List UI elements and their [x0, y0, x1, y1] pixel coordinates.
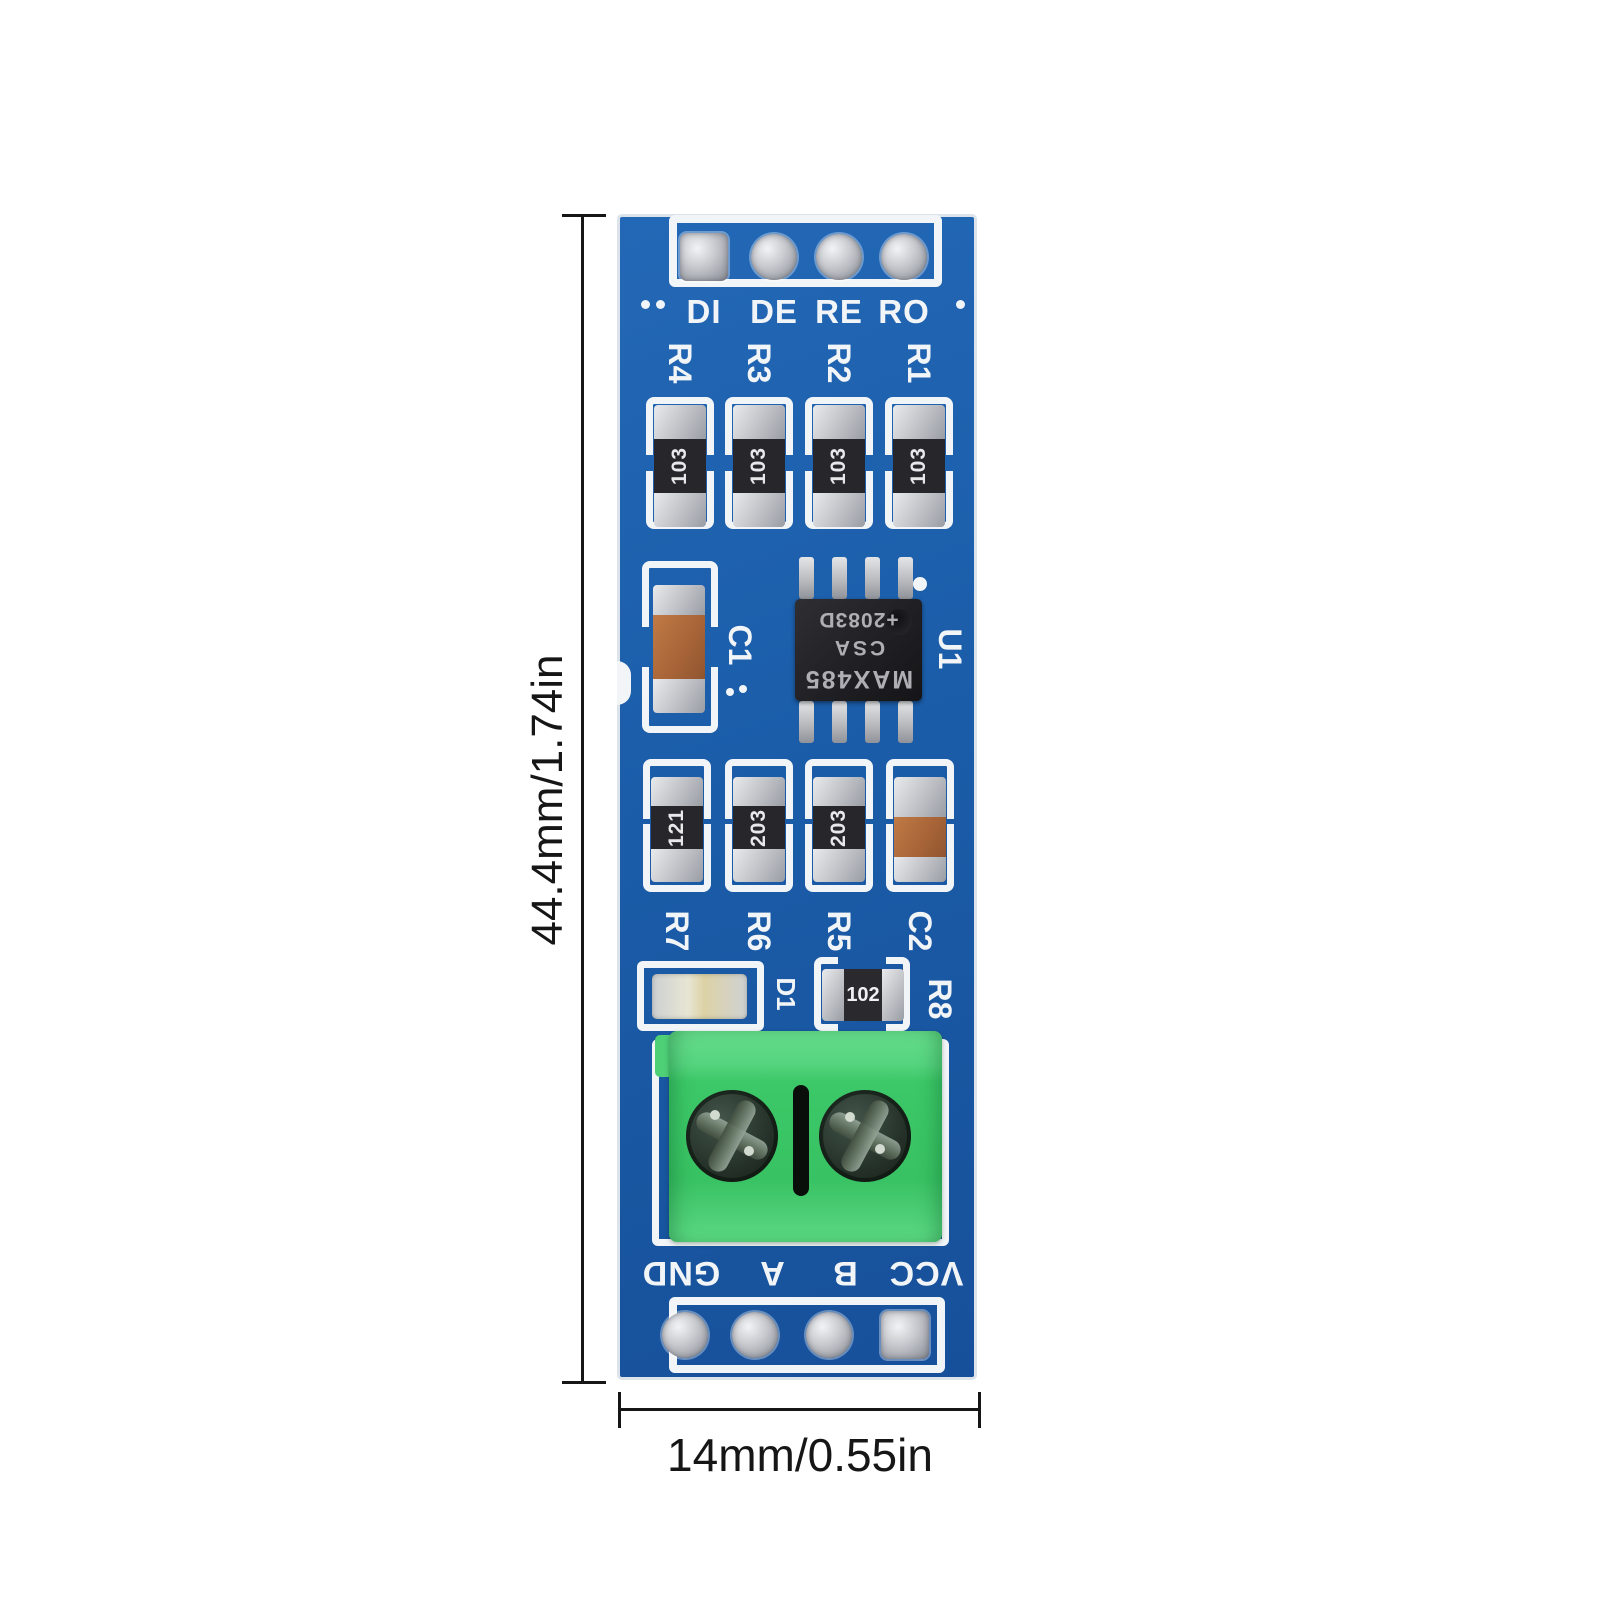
- resistor-silk-bracket: [725, 824, 793, 892]
- ref-c2: C2: [902, 910, 939, 952]
- silk-dot: [656, 300, 665, 309]
- led-silkscreen: [637, 961, 764, 1031]
- resistor-marking: 103: [746, 446, 770, 486]
- bottom-pad-vcc: [881, 1311, 929, 1359]
- ref-d1: D1: [771, 977, 802, 1011]
- silk-dot: [641, 300, 650, 309]
- top-pad-di: [680, 233, 728, 281]
- r8-silk-bracket: [814, 957, 838, 1031]
- top-pad-re: [816, 234, 862, 280]
- ref-r5: R5: [821, 910, 858, 952]
- capacitor-c2: [894, 777, 946, 882]
- resistor-r1: 103: [893, 405, 945, 527]
- ref-u1: U1: [932, 628, 969, 670]
- pin-label-de: DE: [750, 293, 798, 330]
- pin-label-a: A: [759, 1254, 785, 1292]
- top-header-silkscreen: [669, 215, 942, 287]
- pin-label-gnd: GND: [641, 1254, 721, 1292]
- silk-dot: [726, 688, 734, 696]
- capacitor-silk-bracket: [886, 824, 954, 892]
- chip-pin: [898, 701, 913, 743]
- resistor-marking: 102: [844, 969, 882, 1021]
- silk-dot: [913, 577, 927, 591]
- height-dimension-tick-top: [562, 214, 606, 217]
- height-dimension-label: 44.4mm/1.74in: [523, 654, 572, 946]
- led-d1: [652, 974, 747, 1019]
- bottom-pad-a: [732, 1312, 778, 1358]
- top-pad-ro: [881, 234, 927, 280]
- terminal-side-tab: [655, 1035, 673, 1077]
- chip-pin: [898, 557, 913, 599]
- screw-terminal-block: [669, 1031, 942, 1242]
- silk-edge-mark: [617, 661, 631, 705]
- chip-pin: [799, 557, 814, 599]
- resistor-silk-bracket: [643, 759, 711, 819]
- resistor-r8: 102: [822, 969, 904, 1021]
- ref-r4: R4: [662, 342, 699, 384]
- ref-r8: R8: [922, 978, 959, 1020]
- width-dimension-line: [618, 1408, 981, 1411]
- chip-pin1-dimple: [886, 609, 912, 635]
- resistor-r3: 103: [733, 405, 785, 527]
- resistor-marking: 103: [826, 446, 850, 486]
- chip-pin: [799, 701, 814, 743]
- resistor-silk-bracket: [805, 824, 873, 892]
- resistor-r2: 103: [813, 405, 865, 527]
- ref-c1: C1: [722, 624, 759, 666]
- pcb-board: DI DE RE RO R4 R3 R2 R1 103 103: [617, 214, 977, 1380]
- resistor-silk-bracket: [725, 397, 793, 455]
- capacitor-silk-bracket: [642, 561, 718, 627]
- capacitor-silk-bracket: [886, 759, 954, 819]
- resistor-marking: 103: [667, 446, 691, 486]
- chip-pin: [832, 701, 847, 743]
- ref-r2: R2: [821, 342, 858, 384]
- resistor-silk-bracket: [805, 759, 873, 819]
- resistor-r7: 121: [651, 777, 703, 882]
- chip-pin: [865, 557, 880, 599]
- silk-dot: [739, 685, 747, 693]
- capacitor-c1: [653, 585, 705, 713]
- resistor-silk-bracket: [805, 397, 873, 455]
- chip-marking-line1: MAX485: [803, 665, 914, 693]
- ref-r1: R1: [901, 342, 938, 384]
- terminal-divider-slot: [793, 1085, 809, 1196]
- resistor-silk-bracket: [643, 824, 711, 892]
- resistor-marking: 103: [906, 446, 930, 486]
- resistor-silk-bracket: [725, 759, 793, 819]
- width-dimension-label: 14mm/0.55in: [667, 1429, 933, 1481]
- resistor-r4: 103: [654, 405, 706, 527]
- chip-marking-line2: CSA: [831, 636, 886, 660]
- r8-silk-bracket: [886, 957, 910, 1031]
- silk-dot: [956, 300, 965, 309]
- resistor-marking: 203: [826, 808, 850, 847]
- resistor-marking: 121: [664, 808, 688, 847]
- pin-label-re: RE: [815, 293, 863, 330]
- top-pad-de: [751, 234, 797, 280]
- resistor-silk-bracket: [885, 397, 953, 455]
- capacitor-silk-bracket: [642, 667, 718, 733]
- pin-label-b: B: [832, 1254, 858, 1292]
- ref-r6: R6: [741, 910, 778, 952]
- resistor-silk-bracket: [646, 397, 714, 455]
- chip-marking-line3: +2083D: [818, 608, 899, 631]
- pin-label-di: DI: [686, 293, 722, 330]
- pin-label-ro: RO: [878, 293, 930, 330]
- height-dimension-tick-bottom: [562, 1381, 606, 1384]
- width-dimension-tick-right: [978, 1392, 981, 1428]
- ref-r3: R3: [741, 342, 778, 384]
- bottom-pad-gnd: [662, 1312, 708, 1358]
- terminal-screw-left: [686, 1090, 778, 1182]
- resistor-r6: 203: [733, 777, 785, 882]
- width-dimension-tick-left: [618, 1392, 621, 1428]
- chip-pin: [865, 701, 880, 743]
- resistor-r5: 203: [813, 777, 865, 882]
- pin-label-vcc: VCC: [888, 1254, 964, 1292]
- terminal-screw-right: [819, 1090, 911, 1182]
- chip-u1-max485: MAX485 CSA +2083D: [795, 599, 922, 701]
- chip-pin: [832, 557, 847, 599]
- height-dimension-line: [581, 216, 584, 1383]
- resistor-marking: 203: [746, 808, 770, 847]
- ref-r7: R7: [659, 910, 696, 952]
- bottom-pad-b: [806, 1312, 852, 1358]
